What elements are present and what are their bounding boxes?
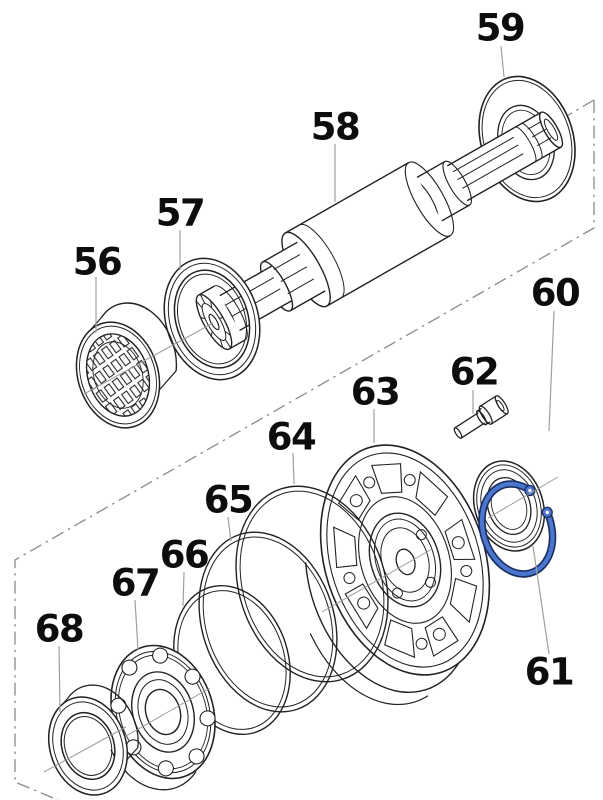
part-58-shaft	[195, 111, 564, 351]
leader-60	[548, 310, 555, 432]
leader-64	[292, 452, 295, 485]
part-label-57: 57	[155, 191, 206, 235]
shaft-spline-end	[441, 111, 564, 205]
part-label-60: 60	[530, 271, 581, 315]
leader-66	[182, 571, 185, 607]
part-60-snap-ring-highlighted	[478, 480, 557, 578]
bearing-balls	[110, 647, 216, 777]
part-label-59: 59	[475, 6, 526, 50]
shaft-spline-mid	[259, 241, 326, 312]
axis-lines	[43, 322, 559, 773]
part-label-68: 68	[34, 607, 85, 651]
leader-67	[134, 599, 139, 651]
part-label-63: 63	[350, 370, 401, 414]
part-68-spacer-ring	[47, 684, 139, 796]
leader-61	[532, 545, 550, 655]
part-label-56: 56	[72, 240, 123, 284]
housing-windows	[333, 463, 478, 659]
leader-68	[58, 645, 61, 713]
housing-holes	[343, 474, 473, 650]
leader-65	[227, 516, 232, 542]
part-label-62: 62	[449, 350, 500, 394]
part-label-65: 65	[203, 478, 254, 522]
shaft-step-collar	[409, 160, 472, 225]
leader-59	[500, 45, 505, 78]
part-label-66: 66	[159, 533, 210, 577]
part-57-backing-ring	[163, 257, 261, 381]
shaft-main-body	[281, 161, 455, 308]
part-62-screw	[453, 395, 509, 439]
part-67-ball-bearing	[110, 644, 216, 791]
part-64-ring	[235, 485, 389, 683]
part-65-ring	[198, 531, 338, 713]
shaft-splined-hub	[195, 285, 248, 351]
part-label-58: 58	[310, 105, 361, 149]
part-label-61: 61	[524, 650, 575, 694]
part-label-64: 64	[266, 415, 317, 459]
leader-lines	[58, 45, 555, 713]
part-label-67: 67	[110, 561, 161, 605]
